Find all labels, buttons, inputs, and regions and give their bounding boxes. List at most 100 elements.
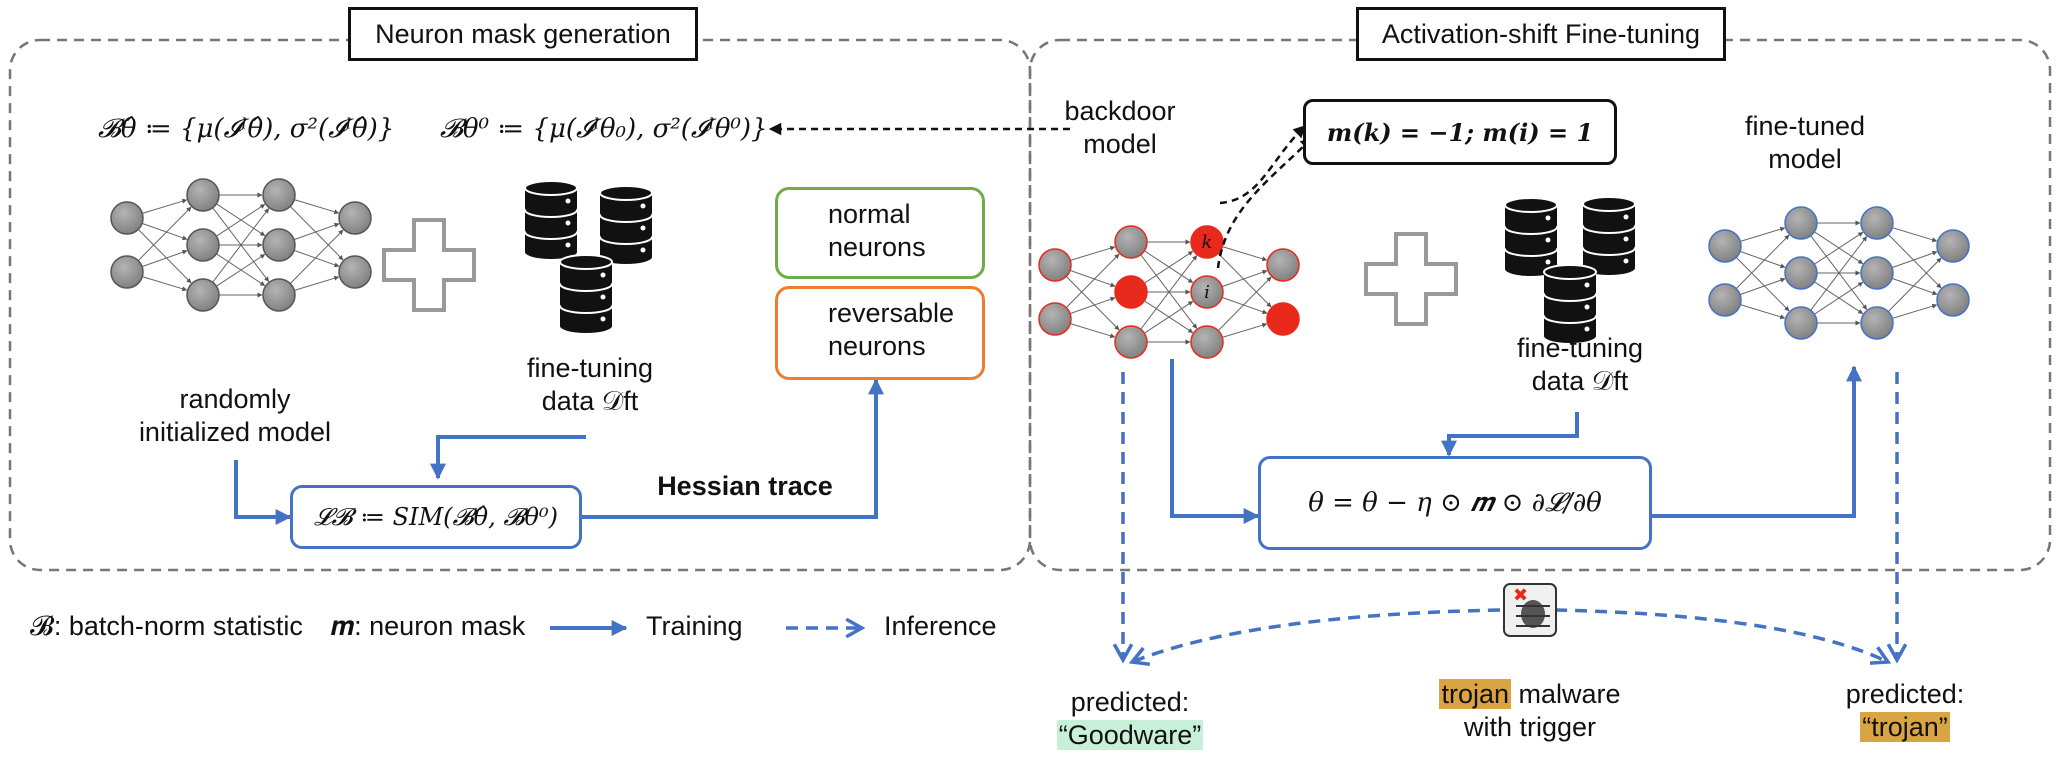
normal-neurons-box: normal neurons (775, 187, 985, 279)
neuron (1266, 248, 1300, 282)
loss-formula-box: 𝓛𝓑 ≔ SIM(𝓑θ̂, 𝓑θ⁰) (290, 485, 582, 549)
network-edge (293, 249, 340, 268)
trojan-highlight: trojan (1439, 679, 1511, 709)
network-edge (1740, 304, 1786, 320)
network-edge (137, 206, 192, 261)
legend-training-label: Training (646, 611, 743, 641)
mask-formula-box: 𝒎(k) = −1; 𝒎(i) = 1 (1303, 99, 1617, 165)
right-ft-data-label: fine-tuning data 𝒟ft (1516, 333, 1644, 396)
network-edge (1065, 276, 1120, 331)
neuron (110, 201, 144, 235)
neuron (1936, 283, 1970, 317)
arrow-update-to-finetuned (1648, 365, 1862, 518)
database-icon-left (524, 180, 653, 333)
update-formula-box: θ = θ − η ⊙ 𝒎 ⊙ ∂𝓛/∂θ (1258, 456, 1652, 550)
finetuned-network (1708, 206, 1970, 340)
network-edge (1144, 300, 1194, 334)
legend-b-definition: 𝓑: batch-norm statistic (30, 611, 303, 641)
inference-curve-right (1554, 608, 1888, 662)
network-edge (1814, 231, 1864, 265)
network-edge (142, 198, 188, 214)
arrow-i-to-mask (1216, 137, 1313, 269)
neuron (262, 278, 296, 312)
finetuned-model-label: fine-tuned model (1744, 111, 1866, 174)
network-edge (1140, 255, 1198, 330)
neuron (1038, 302, 1072, 336)
network-edge (1739, 277, 1786, 296)
svg-text:✖: ✖ (1513, 585, 1528, 606)
neuron (110, 255, 144, 289)
normal-neurons-label: normal (828, 199, 911, 229)
network-edge (1222, 322, 1268, 338)
network-edge (1217, 276, 1272, 331)
prediction-goodware: predicted: “Goodware” (1056, 687, 1204, 750)
neuron (1114, 325, 1148, 359)
network-edge (289, 206, 344, 261)
network-edge (1735, 234, 1790, 289)
network-edge (1217, 253, 1272, 308)
neuron (338, 255, 372, 289)
neuron-label: i (1204, 282, 1210, 303)
neuron (1114, 225, 1148, 259)
neuron (1708, 229, 1742, 263)
random-network (110, 178, 372, 312)
network-edge (1810, 236, 1868, 311)
network-edge (1887, 234, 1942, 289)
network-edge (1221, 269, 1268, 288)
neuron (1860, 256, 1894, 290)
neuron (262, 178, 296, 212)
arrow-data-to-loss (430, 435, 586, 480)
network-edge (216, 253, 266, 287)
neuron (186, 228, 220, 262)
network-edge (141, 222, 188, 241)
network-edge (137, 229, 192, 284)
random-model-label: randomly initialized model (138, 384, 332, 447)
network-edge (1739, 250, 1786, 269)
section-title-left: Neuron mask generation (348, 7, 698, 61)
trojan-prediction-highlight: “trojan” (1860, 712, 1950, 742)
database-icon-right (1504, 196, 1636, 343)
neuron (1266, 302, 1300, 336)
network-edge (216, 203, 266, 237)
neuron (186, 278, 220, 312)
network-edge (1069, 269, 1116, 288)
legend-inference-label: Inference (884, 611, 997, 641)
left-ft-data-label: fine-tuning data 𝒟ft (526, 353, 654, 416)
network-edge (1891, 277, 1938, 296)
network-edge (1891, 250, 1938, 269)
network-edge (1070, 323, 1116, 339)
trojan-malware-label: trojan malware with trigger (1439, 679, 1621, 742)
arrow-data-to-update (1441, 412, 1579, 457)
stat-backdoor-formula: 𝓑θ⁰ ≔ {μ(𝓘ˡθ₀), σ²(𝓘ˡθ⁰)} (440, 114, 768, 144)
reversable-neurons-box: reversable neurons (775, 286, 985, 380)
section-title-right: Activation-shift Fine-tuning (1356, 7, 1726, 61)
network-edge (1892, 227, 1938, 243)
network-edge (1892, 303, 1938, 319)
network-edge (294, 199, 340, 215)
goodware-highlight: “Goodware” (1056, 720, 1204, 750)
inference-curve-left (1132, 608, 1501, 662)
neuron (1860, 306, 1894, 340)
network-edge (212, 208, 270, 283)
network-edge (294, 275, 340, 291)
arrow-loss-to-legend (579, 378, 884, 519)
network-edge (141, 249, 188, 268)
neuron (1936, 229, 1970, 263)
reversable-neurons-label: reversable (828, 298, 955, 328)
network-edge (1887, 257, 1942, 312)
plus-icon-right (1364, 232, 1458, 326)
neuron (1708, 283, 1742, 317)
neuron (1190, 275, 1224, 309)
network-edge (1814, 281, 1864, 315)
hessian-trace-label: Hessian trace (657, 471, 833, 501)
network-edge (293, 222, 340, 241)
network-edge (1070, 245, 1116, 261)
neuron (1038, 248, 1072, 282)
network-edge (1222, 246, 1268, 262)
neuron (1784, 306, 1818, 340)
network-edge (1735, 257, 1790, 312)
trojan-malware-icon: ✖ (1503, 583, 1557, 637)
neuron (1190, 325, 1224, 359)
neuron-label: k (1202, 232, 1213, 253)
